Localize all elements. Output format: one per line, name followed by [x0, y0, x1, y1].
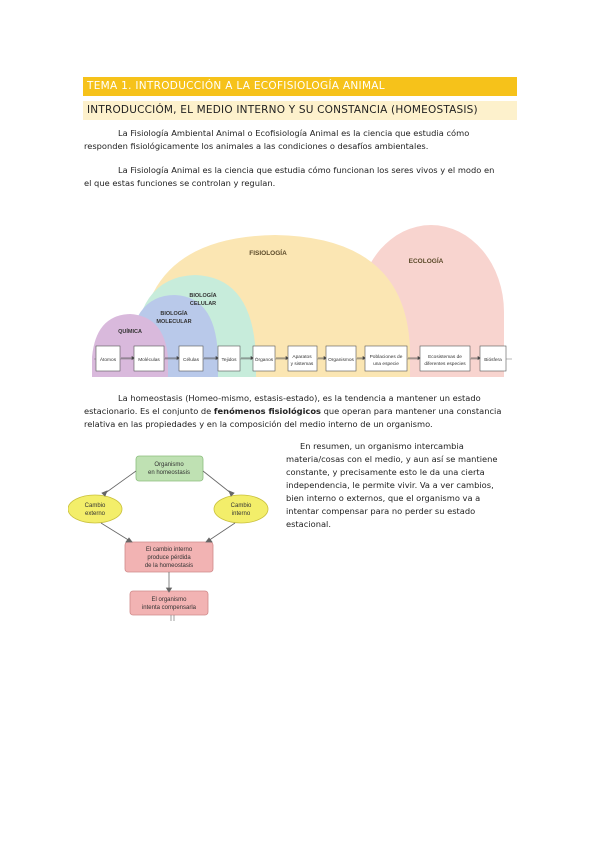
compensation-box: [129, 590, 209, 616]
molecular-label-2: MOLECULAR: [156, 319, 191, 325]
section-heading: TEMA 1. INTRODUCCIÓN A LA ECOFISIOLOGÍA …: [87, 80, 385, 92]
summary-line-3: constante, y precisamente esto le da una…: [286, 467, 485, 477]
homeostasis-diagram: Organismo en homeostasis Cambio externo …: [68, 455, 269, 621]
box-organos: Órganos: [255, 356, 274, 363]
organization-levels-diagram: FISIOLOGÍA ECOLOGÍA BIOLOGÍA CELULAR BIO…: [90, 217, 514, 379]
compensation-line-2: intenta compensarla: [142, 605, 197, 611]
box-atomos: Átomos: [100, 356, 117, 363]
level-boxes: [95, 345, 507, 372]
paragraph-3-text-a: estacionario. Es el conjunto de: [84, 406, 214, 416]
quimica-label: QUÍMICA: [118, 327, 142, 335]
paragraph-1-line-2: responden fisiológicamente los animales …: [84, 141, 429, 151]
paragraph-2-line-1: La Fisiología Animal es la ciencia que e…: [118, 165, 495, 175]
subsection-heading: INTRODUCCIÓM, EL MEDIO INTERNO Y SU CONS…: [87, 104, 478, 116]
box-poblaciones-line-1: Poblaciones de: [370, 354, 403, 360]
box-moleculas: Moléculas: [138, 357, 160, 363]
paragraph-3-line-1: La homeostasis (Homeo-mismo, estasis-est…: [118, 393, 481, 403]
paragraph-3-line-2: estacionario. Es el conjunto de fenómeno…: [84, 405, 501, 418]
box-organismos: Organismos: [328, 357, 354, 363]
paragraph-3-line-3: relativa en las propiedades y en la comp…: [84, 419, 433, 429]
paragraph-1-line-1: La Fisiología Ambiental Animal o Ecofisi…: [118, 128, 470, 138]
box-celulas: Células: [183, 357, 200, 363]
box-aparatos-line-2: y sistemas: [291, 361, 314, 367]
internal-change-ellipse: [213, 494, 269, 524]
paragraph-3-text-c: que operan para mantener una constancia: [321, 406, 502, 416]
loss-line-3: de la homeostasis: [145, 563, 193, 569]
organism-homeostasis-line-1: Organismo: [154, 462, 184, 468]
summary-line-7: estacional.: [286, 519, 331, 529]
ecologia-label: ECOLOGÍA: [409, 256, 444, 265]
molecular-label-1: BIOLOGÍA: [160, 309, 187, 317]
box-ecosistemas-line-2: diferentes especies: [424, 361, 466, 367]
box-ecosistemas-line-1: Ecosistemas de: [428, 354, 462, 360]
summary-line-4: independencia, le permite vivir. Va a ve…: [286, 480, 494, 490]
celular-label-1: BIOLOGÍA: [189, 291, 216, 299]
box-biosfera: Biósfera: [484, 357, 502, 363]
internal-change-line-1: Cambio: [231, 503, 252, 509]
box-poblaciones-line-2: una especie: [373, 361, 399, 367]
summary-line-1: En resumen, un organismo intercambia: [300, 441, 464, 451]
summary-line-5: bien interno o externos, que el organism…: [286, 493, 481, 503]
compensation-line-1: El organismo: [151, 597, 187, 603]
celular-label-2: CELULAR: [190, 301, 216, 307]
organism-homeostasis-line-2: en homeostasis: [148, 470, 190, 476]
external-change-line-2: externo: [85, 511, 106, 517]
paragraph-3-bold-term: fenómenos fisiológicos: [213, 406, 321, 416]
box-aparatos-line-1: Aparatos: [292, 354, 312, 360]
external-change-ellipse: [68, 494, 123, 524]
loss-line-1: El cambio interno: [146, 547, 193, 553]
subsection-heading-bar: INTRODUCCIÓM, EL MEDIO INTERNO Y SU CONS…: [83, 101, 517, 120]
summary-text: En resumen, un organismo intercambia mat…: [286, 440, 497, 531]
organism-homeostasis-box: [135, 455, 204, 482]
fisiologia-label: FISIOLOGÍA: [249, 248, 287, 257]
external-change-line-1: Cambio: [85, 503, 106, 509]
internal-change-line-2: interno: [232, 511, 251, 517]
summary-line-6: intentar compensar para no perder su est…: [286, 506, 476, 516]
section-heading-bar: TEMA 1. INTRODUCCIÓN A LA ECOFISIOLOGÍA …: [83, 77, 517, 96]
loss-line-2: produce pérdida: [147, 555, 191, 561]
paragraph-2-line-2: el que estas funciones se controlan y re…: [84, 178, 276, 188]
summary-line-2: materia/cosas con el medio, y aun así se…: [286, 454, 498, 464]
box-tejidos: Tejidos: [222, 357, 238, 363]
